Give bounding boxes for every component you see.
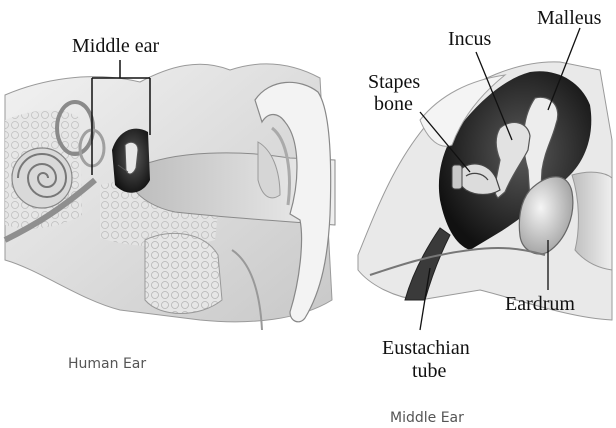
label-eustachian-line2: tube [412, 360, 447, 382]
caption-middle-ear: Middle Ear [390, 410, 464, 426]
label-incus: Incus [448, 28, 492, 50]
caption-human-ear: Human Ear [68, 356, 146, 372]
cochlea [12, 148, 72, 208]
mastoid-region [145, 233, 222, 313]
label-malleus: Malleus [537, 7, 602, 29]
label-stapes-line2: bone [374, 93, 413, 115]
label-stapes-line1: Stapes [368, 71, 420, 93]
label-middle-ear: Middle ear [72, 35, 160, 57]
label-eustachian-line1: Eustachian [382, 337, 470, 359]
label-eardrum: Eardrum [505, 293, 575, 315]
human-ear-illustration [5, 64, 335, 330]
